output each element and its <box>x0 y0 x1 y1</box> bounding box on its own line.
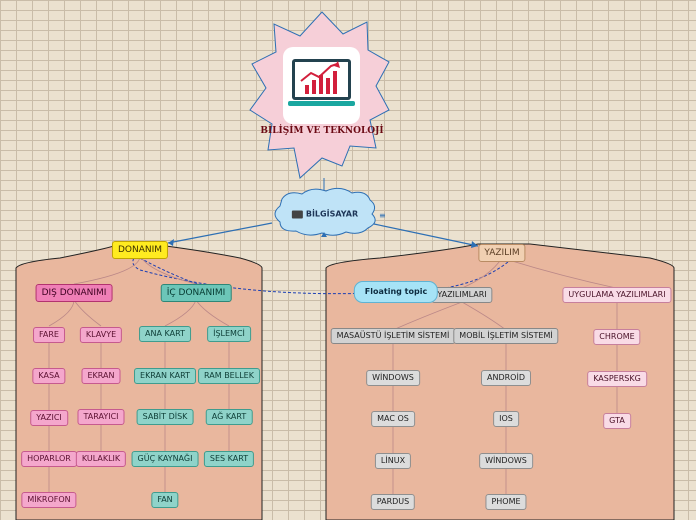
topic-donanim[interactable]: DONANIM <box>111 241 169 259</box>
topic-sistem-yazilimlari[interactable]: YAZILIMLARI <box>431 287 493 303</box>
item-dis-col2[interactable]: KULAKLIK <box>75 451 127 467</box>
item-ic-col1[interactable]: FAN <box>151 492 179 508</box>
item-dis-col1[interactable]: FARE <box>33 327 65 343</box>
item-masaustu[interactable]: PARDUS <box>370 494 416 510</box>
item-mobil[interactable]: WİNDOWS <box>479 453 533 469</box>
topic-dis-donanim[interactable]: DIŞ DONANIMI <box>35 284 113 302</box>
item-ic-col2[interactable]: İŞLEMCİ <box>207 326 251 342</box>
item-ic-col2[interactable]: AĞ KART <box>205 409 253 425</box>
root-cloud <box>274 187 376 236</box>
item-ic-col2[interactable]: RAM BELLEK <box>198 368 260 384</box>
item-dis-col2[interactable]: KLAVYE <box>79 327 123 343</box>
topic-masaustu[interactable]: MASAÜSTÜ İŞLETİM SİSTEMİ <box>330 328 456 344</box>
floating-topic[interactable]: Floating topic <box>353 281 439 303</box>
item-masaustu[interactable]: LİNUX <box>374 453 412 469</box>
item-masaustu[interactable]: MAC OS <box>371 411 415 427</box>
item-uygulama[interactable]: CHROME <box>593 329 641 345</box>
item-mobil[interactable]: ANDROİD <box>481 370 531 386</box>
item-dis-col1[interactable]: MİKROFON <box>21 492 77 508</box>
item-ic-col1[interactable]: EKRAN KART <box>134 368 196 384</box>
note-icon[interactable]: ≡ <box>379 211 386 220</box>
item-mobil[interactable]: IOS <box>493 411 519 427</box>
item-uygulama[interactable]: GTA <box>603 413 631 429</box>
root-topic-label: BİLGİSAYAR <box>305 209 359 219</box>
topic-yazilim[interactable]: YAZILIM <box>478 244 526 262</box>
topic-ic-donanim[interactable]: İÇ DONANIMI <box>160 284 232 302</box>
root-topic[interactable]: BİLGİSAYAR <box>291 209 359 219</box>
chart-icon <box>288 59 355 106</box>
item-dis-col1[interactable]: HOPARLOR <box>21 451 77 467</box>
item-ic-col1[interactable]: SABİT DİSK <box>136 409 194 425</box>
diagram-title: BİLİŞİM VE TEKNOLOJİ <box>260 126 384 136</box>
laptop-icon <box>291 210 303 218</box>
logo-box <box>283 47 360 124</box>
item-dis-col2[interactable]: TARAYICI <box>77 409 125 425</box>
item-ic-col2[interactable]: SES KART <box>203 451 255 467</box>
topic-uygulama-yazilimlari[interactable]: UYGULAMA YAZILIMLARI <box>562 287 672 303</box>
item-dis-col1[interactable]: YAZICI <box>30 410 68 426</box>
item-dis-col1[interactable]: KASA <box>32 368 66 384</box>
item-dis-col2[interactable]: EKRAN <box>81 368 121 384</box>
item-uygulama[interactable]: KASPERSKG <box>587 371 647 387</box>
item-ic-col1[interactable]: GÜÇ KAYNAĞI <box>131 451 199 467</box>
item-masaustu[interactable]: WİNDOWS <box>366 370 420 386</box>
item-ic-col1[interactable]: ANA KART <box>139 326 191 342</box>
topic-mobil[interactable]: MOBİL İŞLETİM SİSTEMİ <box>453 328 559 344</box>
item-mobil[interactable]: PHOME <box>485 494 527 510</box>
